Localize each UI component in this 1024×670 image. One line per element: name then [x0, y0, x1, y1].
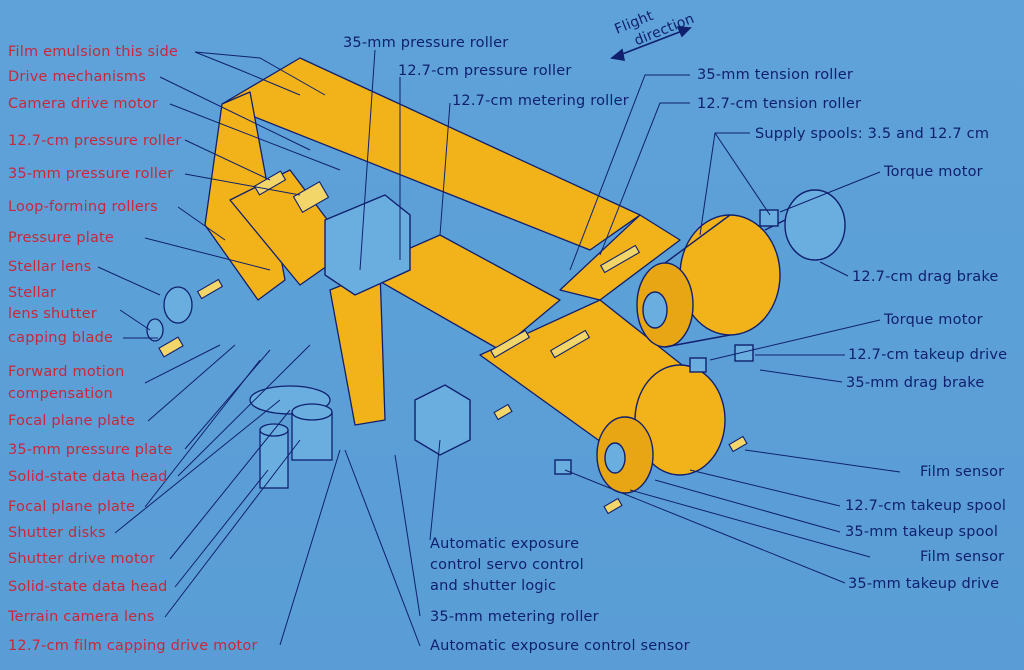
lens-assembly [146, 286, 333, 489]
flight-direction-arrow [610, 26, 692, 61]
rollers [158, 170, 748, 515]
label-solid-state-data-head-2: Solid-state data head [8, 579, 168, 595]
leader-lines [97, 49, 901, 647]
label-torque-motor-2: Torque motor [884, 312, 983, 328]
label-35mm-pressure-roller-top: 35-mm pressure roller [343, 35, 509, 51]
label-drive-mechanisms: Drive mechanisms [8, 69, 147, 85]
label-35mm-drag-brake: 35-mm drag brake [846, 375, 985, 391]
exposure-line-1: Automatic exposure [430, 536, 580, 552]
label-12-7cm-takeup-spool: 12.7-cm takeup spool [845, 498, 1007, 514]
label-35mm-pressure-roller-left: 35-mm pressure roller [8, 166, 174, 182]
label-torque-motor-1: Torque motor [884, 164, 983, 180]
label-forward-motion: Forward motion [8, 364, 125, 380]
label-35mm-tension-roller: 35-mm tension roller [697, 67, 854, 83]
label-focal-plane-plate-1: Focal plane plate [8, 413, 136, 429]
label-shutter-drive-motor: Shutter drive motor [8, 551, 156, 567]
label-film-emulsion: Film emulsion this side [8, 44, 178, 60]
label-camera-drive-motor: Camera drive motor [8, 96, 158, 112]
electronics-boxes [324, 194, 779, 475]
label-35mm-metering-roller: 35-mm metering roller [430, 609, 599, 625]
label-12-7cm-drag-brake: 12.7-cm drag brake [852, 269, 999, 285]
label-35mm-takeup-drive: 35-mm takeup drive [848, 576, 1000, 592]
supply-spool [636, 214, 781, 348]
label-compensation: compensation [8, 386, 113, 402]
label-focal-plane-plate-2: Focal plane plate [8, 499, 136, 515]
label-supply-spools: Supply spools: 3.5 and 12.7 cm [755, 126, 990, 142]
label-capping-blade: capping blade [8, 330, 114, 346]
label-12-7cm-metering-roller: 12.7-cm metering roller [452, 93, 629, 109]
label-capping-drive-motor: 12.7-cm film capping drive motor [8, 638, 258, 654]
label-12-7cm-takeup-drive: 12.7-cm takeup drive [848, 347, 1008, 363]
exposure-line-2: control servo control [430, 557, 584, 573]
label-film-sensor-2: Film sensor [920, 549, 1005, 565]
label-35mm-takeup-spool: 35-mm takeup spool [845, 524, 999, 540]
exposure-line-3: and shutter logic [430, 578, 557, 594]
takeup-spool [596, 364, 726, 494]
label-35mm-pressure-plate: 35-mm pressure plate [8, 442, 173, 458]
label-shutter-disks: Shutter disks [8, 525, 106, 541]
label-loop-forming-rollers: Loop-forming rollers [8, 199, 158, 215]
label-exposure-control-sensor: Automatic exposure control sensor [430, 638, 690, 654]
label-automatic-exposure-control: Automatic exposure control servo control… [430, 534, 584, 597]
label-12-7cm-pressure-roller-left: 12.7-cm pressure roller [8, 133, 182, 149]
label-film-sensor-1: Film sensor [920, 464, 1005, 480]
label-terrain-camera-lens: Terrain camera lens [8, 609, 155, 625]
label-stellar-lens: Stellar lens [8, 259, 92, 275]
label-lens-shutter: lens shutter [8, 306, 97, 322]
label-stellar: Stellar [8, 285, 57, 301]
label-12-7cm-tension-roller: 12.7-cm tension roller [697, 96, 862, 112]
label-pressure-plate: Pressure plate [8, 230, 115, 246]
label-solid-state-data-head-1: Solid-state data head [8, 469, 168, 485]
drag-brake [764, 189, 846, 261]
label-12-7cm-pressure-roller-top: 12.7-cm pressure roller [398, 63, 572, 79]
